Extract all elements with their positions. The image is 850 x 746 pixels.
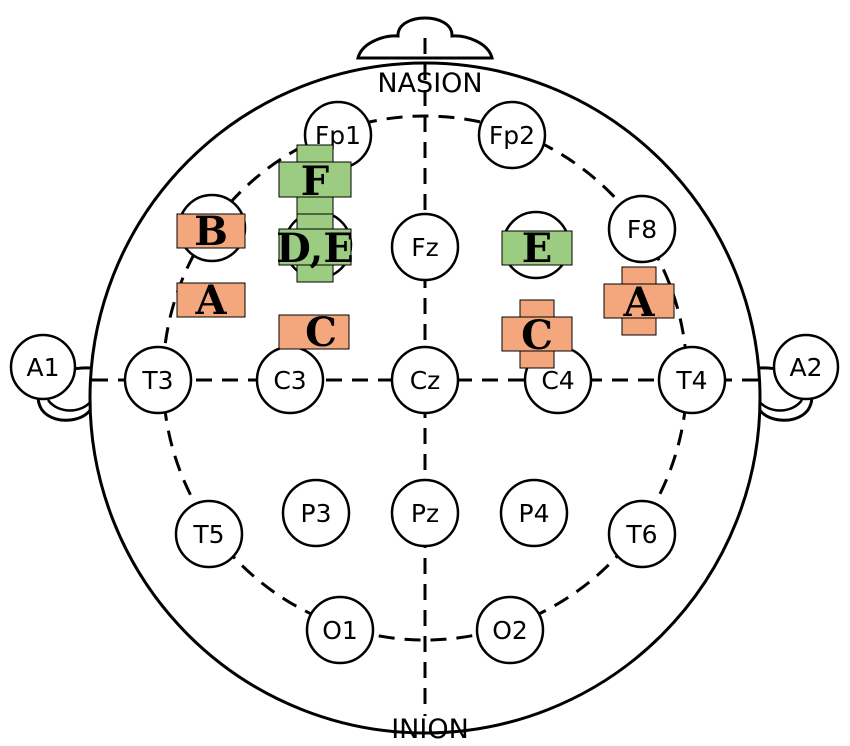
svg-text:A1: A1 <box>26 353 59 382</box>
electrode-c3: C3 <box>255 345 325 415</box>
marker-f: F <box>278 144 352 215</box>
marker-c-left: C <box>278 309 350 356</box>
electrode-t4: T4 <box>657 345 727 415</box>
electrode-o1: O1 <box>305 595 375 665</box>
inion-label: INION <box>391 714 469 745</box>
marker-c-right: C <box>501 299 573 369</box>
svg-text:Pz: Pz <box>411 499 439 528</box>
svg-text:A: A <box>622 279 655 326</box>
electrode-fz: Fz <box>390 212 460 282</box>
svg-text:Fp2: Fp2 <box>489 121 535 150</box>
svg-text:T3: T3 <box>141 366 173 395</box>
electrode-fp2: Fp2 <box>477 100 547 170</box>
svg-text:B: B <box>194 208 228 255</box>
electrode-f8: F8 <box>607 194 677 264</box>
electrode-a1: A1 <box>9 333 77 401</box>
svg-text:C3: C3 <box>273 366 306 395</box>
marker-e-right: E <box>501 225 573 272</box>
svg-text:C: C <box>521 312 553 359</box>
electrode-o2: O2 <box>475 595 545 665</box>
nasion-label: NASION <box>377 68 482 99</box>
electrode-p3: P3 <box>281 478 351 548</box>
electrode-pz: Pz <box>390 478 460 548</box>
marker-a-right: A <box>603 266 675 336</box>
svg-text:A: A <box>194 277 227 324</box>
svg-text:Fz: Fz <box>411 233 439 262</box>
electrode-p4: P4 <box>499 478 569 548</box>
electrode-cz: Cz <box>390 345 460 415</box>
svg-text:E: E <box>522 225 553 272</box>
svg-text:D,E: D,E <box>276 225 354 272</box>
marker-a-left: A <box>176 277 246 324</box>
svg-text:C4: C4 <box>541 366 574 395</box>
svg-text:Cz: Cz <box>410 366 441 395</box>
svg-text:C: C <box>305 309 337 356</box>
svg-text:F8: F8 <box>627 215 657 244</box>
svg-text:T5: T5 <box>192 520 224 549</box>
svg-text:A2: A2 <box>789 353 822 382</box>
electrode-a2: A2 <box>772 333 840 401</box>
electrode-t6: T6 <box>607 499 677 569</box>
svg-text:P4: P4 <box>519 499 550 528</box>
svg-text:T4: T4 <box>675 366 707 395</box>
svg-text:O2: O2 <box>492 616 528 645</box>
svg-text:T6: T6 <box>625 520 657 549</box>
marker-d-e: D,E <box>276 213 354 283</box>
svg-text:P3: P3 <box>301 499 332 528</box>
svg-text:O1: O1 <box>322 616 358 645</box>
marker-b: B <box>176 208 246 255</box>
svg-text:F: F <box>301 158 329 205</box>
electrode-t5: T5 <box>174 499 244 569</box>
electrode-t3: T3 <box>123 345 193 415</box>
